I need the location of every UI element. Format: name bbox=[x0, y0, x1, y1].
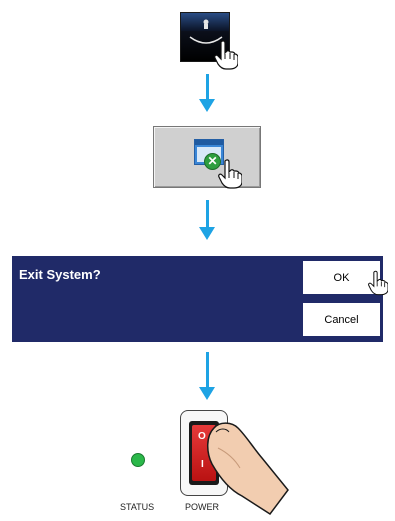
dialog-title: Exit System? bbox=[19, 267, 101, 282]
ok-button[interactable]: OK bbox=[302, 260, 381, 295]
power-label: POWER bbox=[185, 502, 220, 512]
arrow-down bbox=[206, 200, 209, 228]
rocker-off-symbol: O bbox=[198, 431, 206, 442]
arrow-down-head bbox=[199, 227, 215, 240]
exit-dialog: Exit System? OK Cancel bbox=[12, 256, 388, 342]
arrow-down bbox=[206, 74, 209, 100]
hand-pointer-icon bbox=[218, 159, 242, 189]
hand-pointer-icon bbox=[368, 270, 388, 296]
status-led bbox=[131, 453, 145, 467]
rocker-on-symbol: I bbox=[201, 459, 204, 470]
arrow-down-head bbox=[199, 387, 215, 400]
arrow-down-head bbox=[199, 99, 215, 112]
hand-pointer-icon bbox=[214, 40, 238, 70]
exit-application-button[interactable]: ✕ bbox=[153, 126, 261, 189]
finger-press-icon bbox=[207, 422, 289, 516]
cancel-button[interactable]: Cancel bbox=[302, 302, 381, 337]
status-label: STATUS bbox=[120, 502, 155, 512]
app-menu-button[interactable] bbox=[180, 12, 230, 62]
arrow-down bbox=[206, 352, 209, 388]
app-menu-icon bbox=[189, 19, 223, 44]
window-close-icon: ✕ bbox=[204, 153, 221, 170]
